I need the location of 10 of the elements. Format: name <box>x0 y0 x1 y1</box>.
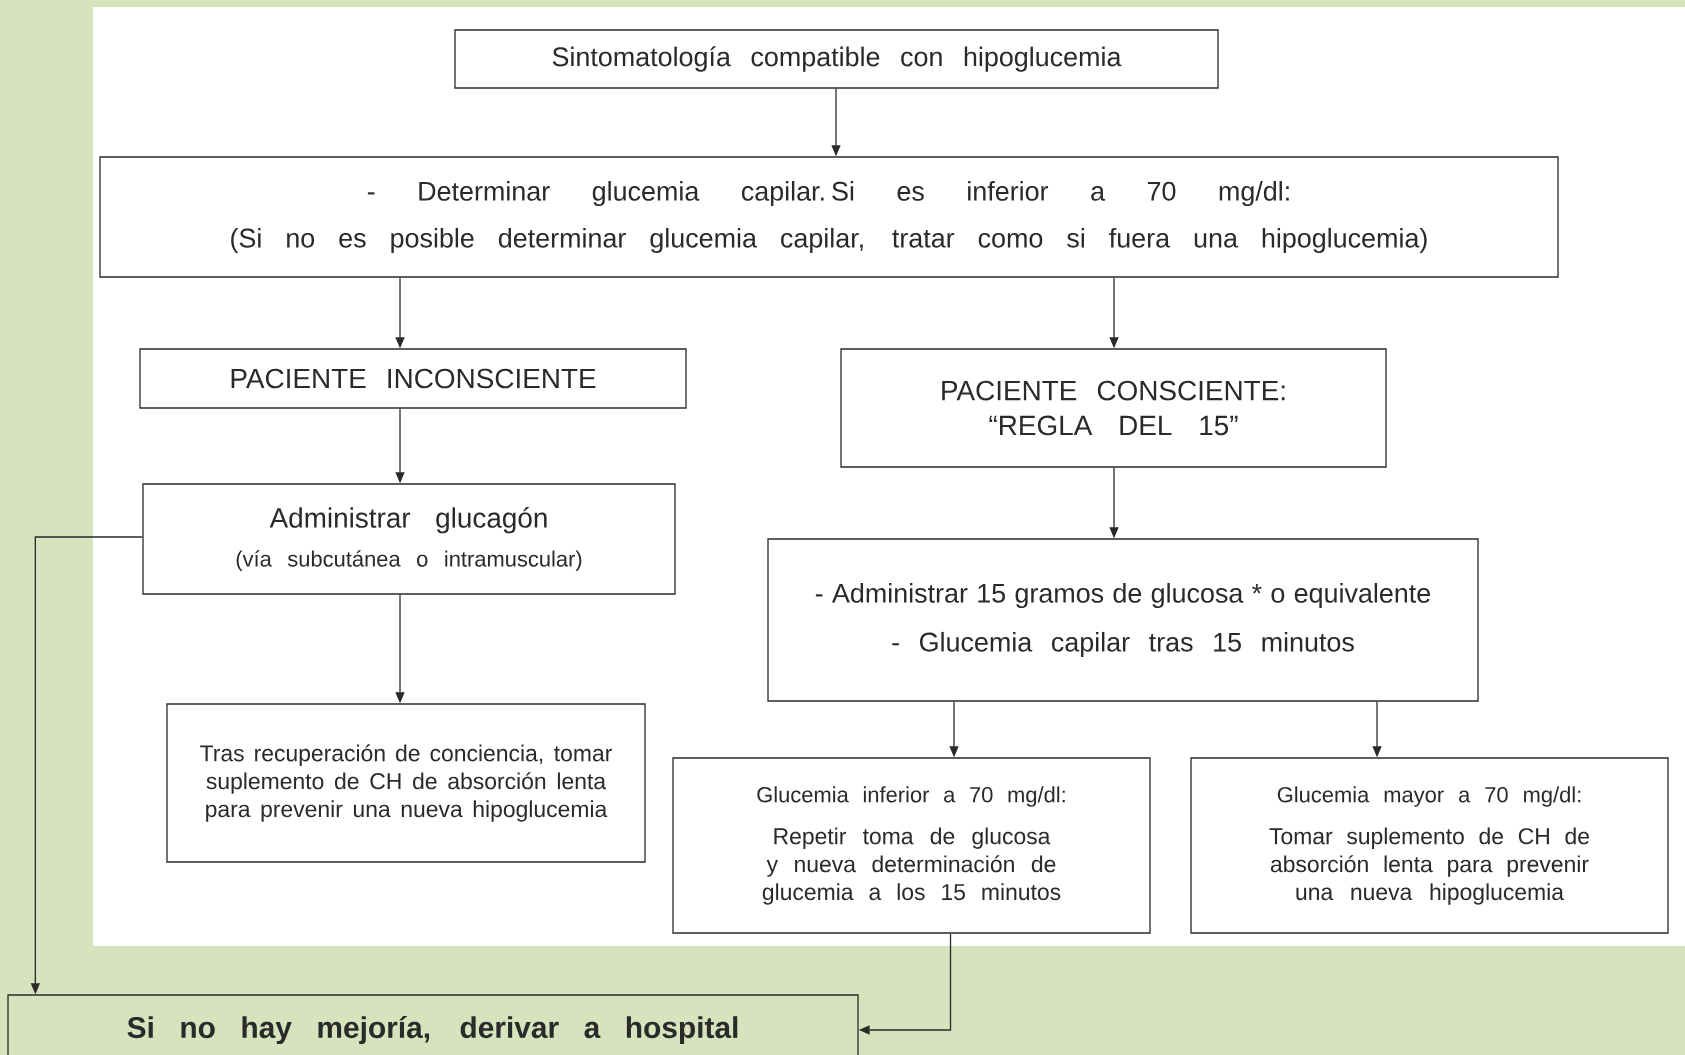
process-box: Administrar glucagón (vía subcutánea o intramuscular) <box>142 483 676 595</box>
process-box: Sintomatología compatible con hipoglucemia <box>454 29 1219 89</box>
process-box: PACIENTE CONSCIENTE: “REGLA DEL 15” <box>840 348 1387 468</box>
process-box: Tras recuperación de conciencia, tomar suplemento de CH de absorción lenta para prevenir una nueva hipoglucemia <box>166 703 646 863</box>
process-box: Glucemia mayor a 70 mg/dl: Tomar suplemento de CH de absorción lenta para prevenir una nueva hipoglucemia <box>1190 757 1669 934</box>
process-box: Glucemia inferior a 70 mg/dl: Repetir toma de glucosa y nueva determinación de glucemia a los 15 minutos <box>672 757 1151 934</box>
process-box: PACIENTE INCONSCIENTE <box>139 348 687 409</box>
process-box: - Administrar 15 gramos de glucosa * o equivalente - Glucemia capilar tras 15 minutos <box>767 538 1479 702</box>
process-box: - Determinar glucemia capilar. Si es inferior a 70 mg/dl: (Si no es posible determinar glucemia capilar, tratar como si fuera una hipoglucemia) <box>99 156 1559 278</box>
process-box: Si no hay mejoría, derivar a hospital <box>7 994 859 1055</box>
